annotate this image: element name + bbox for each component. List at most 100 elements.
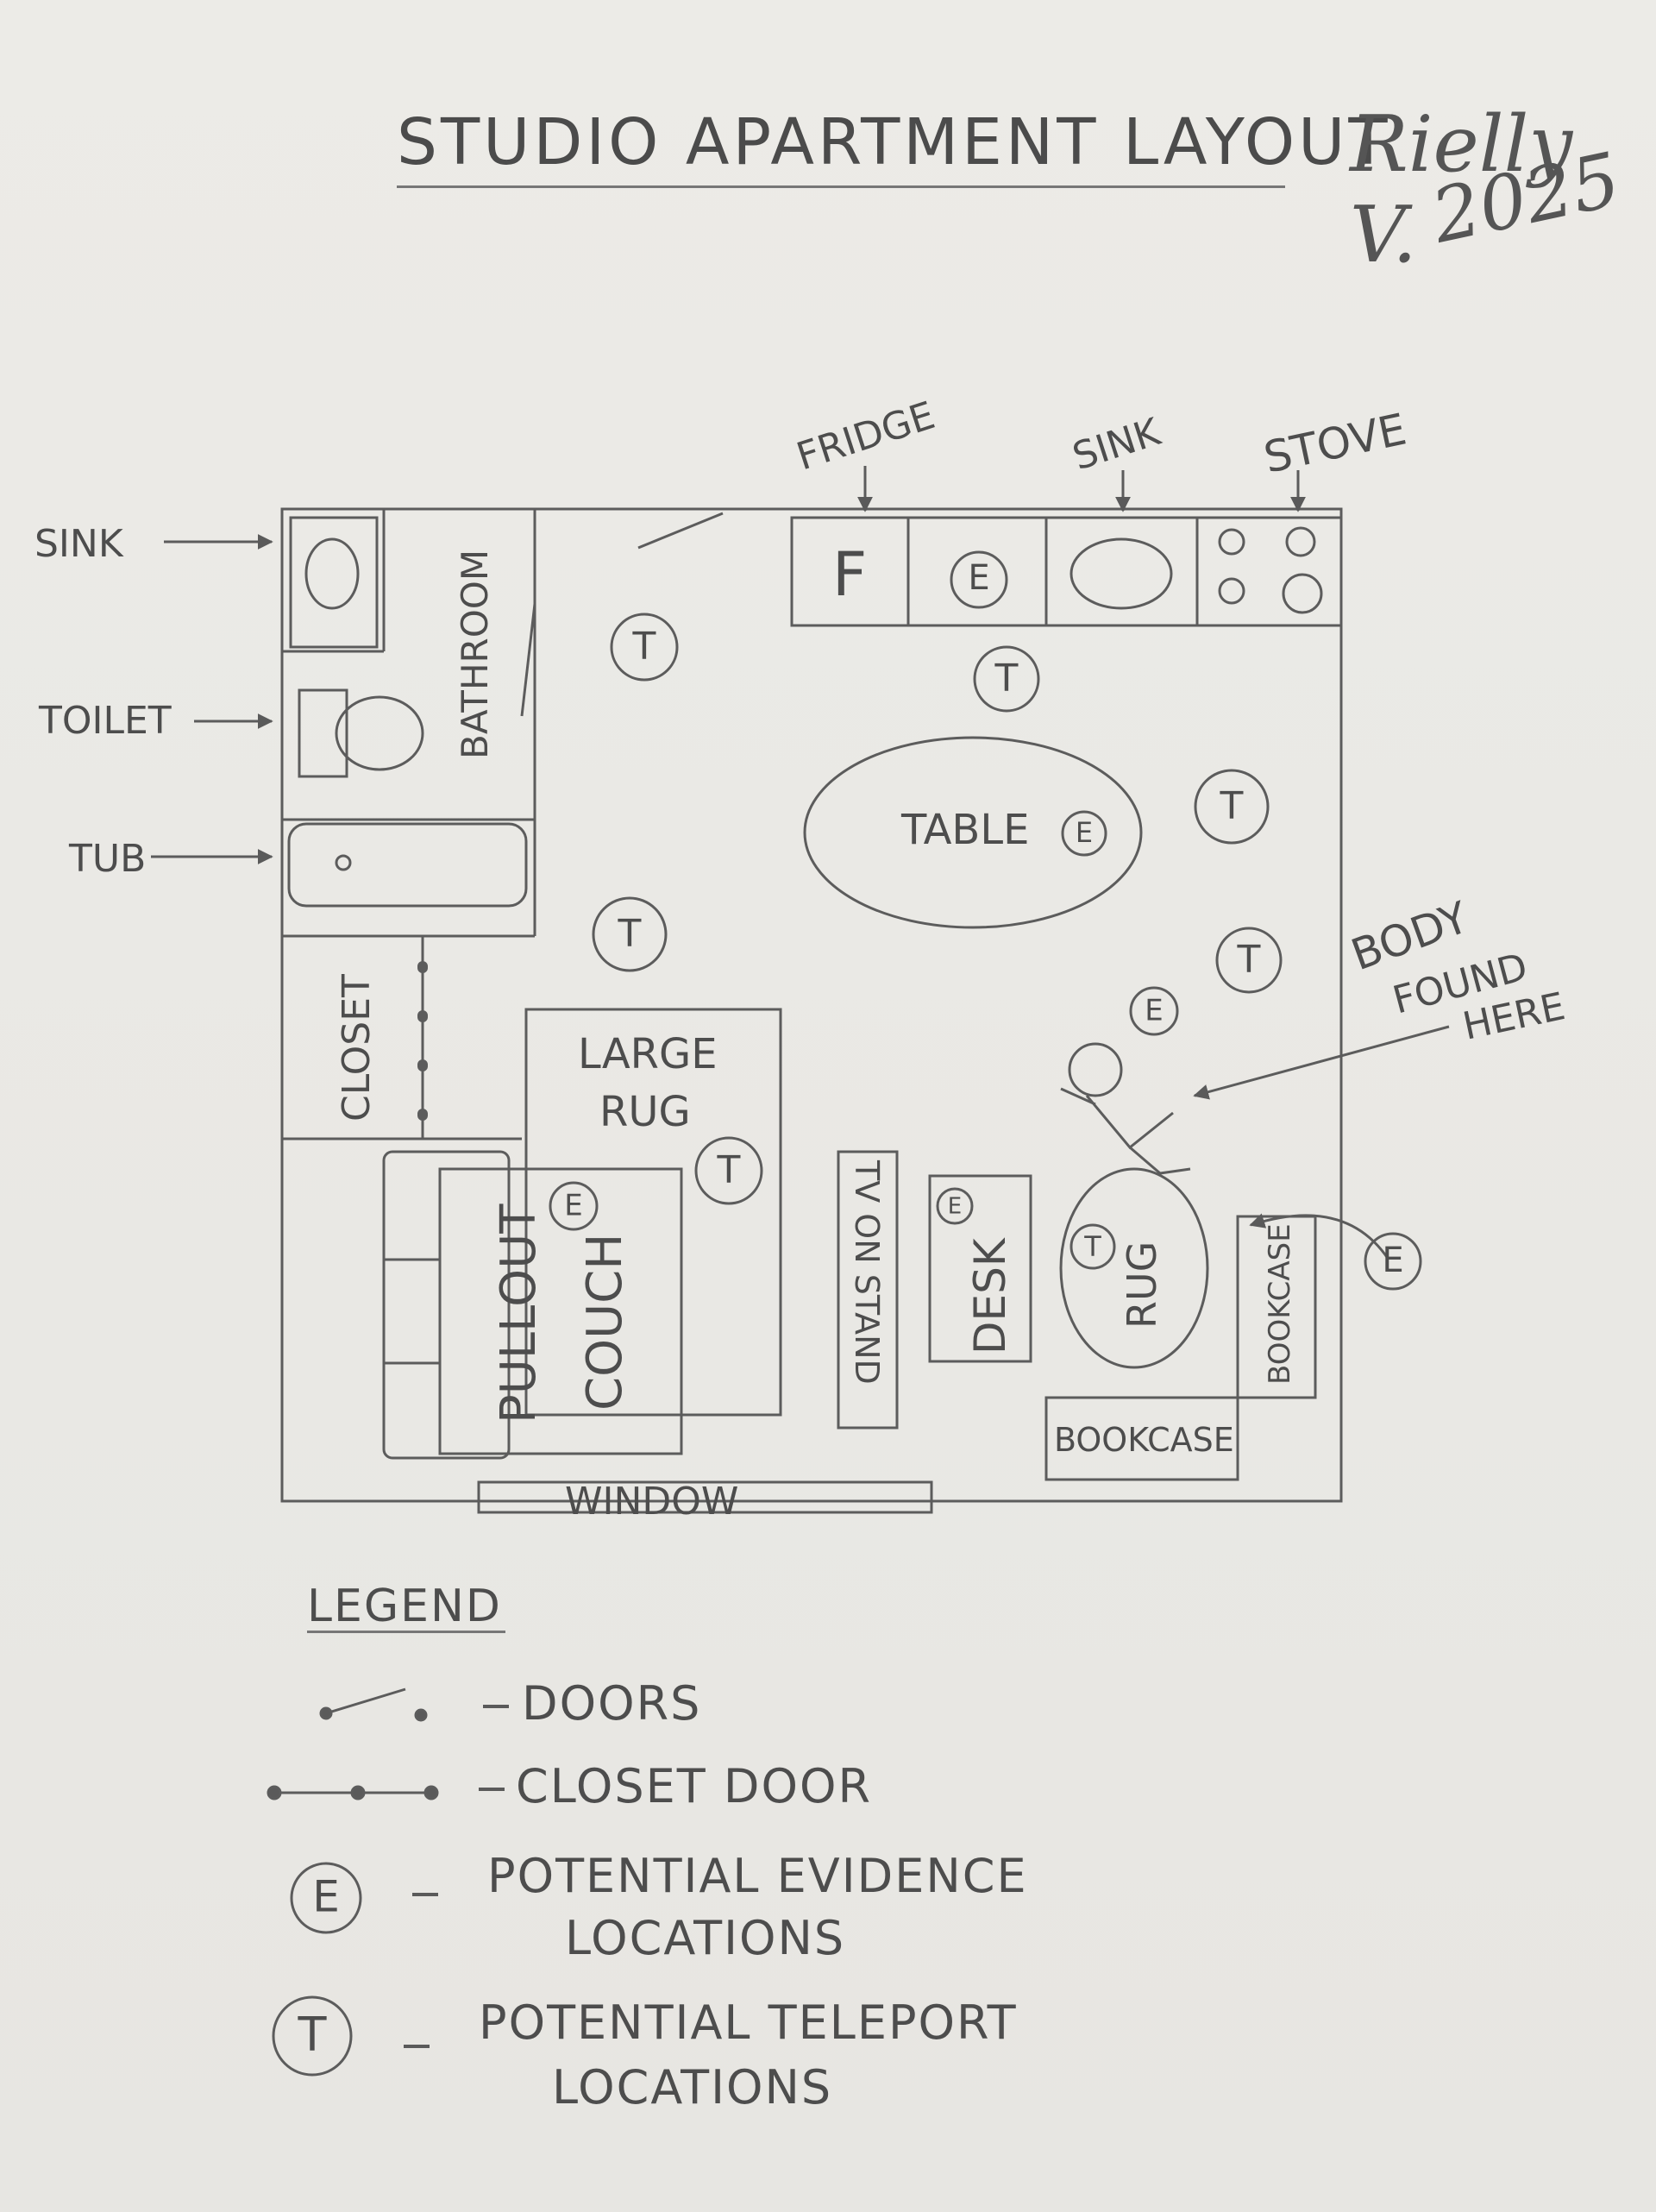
label-bath-sink: Sink [34, 522, 124, 566]
body-head [1068, 1042, 1123, 1097]
bookcase-right-shape [1236, 1215, 1317, 1399]
label-toilet: Toilet [38, 699, 172, 743]
arrow-body [1193, 1025, 1450, 1100]
teleport-mark-rug: T [1083, 1230, 1101, 1263]
evidence-mark-bookcase: E [1382, 1241, 1403, 1280]
label-tv: TV on stand [848, 1159, 886, 1385]
evidence-mark-couch: E [564, 1189, 582, 1223]
label-bathroom: Bathroom [454, 550, 496, 759]
label-bookcase-bottom: Bookcase [1054, 1421, 1234, 1459]
legend-title: Legend [307, 1580, 502, 1632]
title-underline [397, 185, 1285, 188]
teleport-mark-body: T [1237, 938, 1261, 982]
evidence-circle-table [1061, 810, 1107, 857]
stove-burner-4 [1282, 573, 1323, 614]
page-title: Studio Apartment Layout [397, 105, 1391, 179]
kitchen-sink-basin [1070, 537, 1173, 610]
label-large-rug-1: Large [578, 1030, 718, 1078]
label-desk: Desk [965, 1237, 1015, 1354]
legend-door-symbol [325, 1687, 406, 1715]
bookcase-bottom-shape [1044, 1396, 1239, 1481]
evidence-circle-near-body [1129, 986, 1179, 1036]
stove-burner-1 [1218, 528, 1245, 556]
legend-closet-door-label: Closet Door [516, 1759, 873, 1813]
teleport-mark-large-rug: T [717, 1148, 741, 1192]
bath-sink-basin [304, 537, 360, 610]
legend-doors-label: Doors [522, 1676, 702, 1731]
legend-door-end [414, 1708, 428, 1722]
teleport-circle-kitchen [973, 645, 1040, 713]
legend-closet-dash [479, 1788, 505, 1791]
teleport-mark-table: T [1220, 784, 1244, 828]
legend-evidence-dash [412, 1893, 438, 1896]
rug-shape [1059, 1167, 1209, 1369]
label-large-rug-2: Rug [599, 1088, 691, 1136]
legend-door-hinge [319, 1706, 333, 1720]
legend-closet-dot-2 [350, 1785, 366, 1800]
outer-walls [280, 507, 1343, 1503]
stove-burner-3 [1218, 577, 1245, 605]
tub-drain [335, 854, 352, 871]
window-shape [477, 1480, 933, 1514]
arrow-bookcase-evidence [1249, 1213, 1390, 1260]
label-couch: Couch [577, 1234, 633, 1411]
evidence-circle-desk [936, 1187, 974, 1225]
large-rug-shape [524, 1008, 782, 1417]
label-kitchen-sink: Sink [1068, 410, 1166, 480]
legend-evidence-label-2: Locations [565, 1911, 846, 1965]
legend-teleport-label-1: Potential Teleport [479, 1995, 1018, 2050]
evidence-circle-bookcase [1364, 1232, 1422, 1291]
legend-teleport-dash [404, 2045, 430, 2048]
label-pullout: Pullout [491, 1203, 547, 1423]
label-window: Window [565, 1480, 738, 1524]
body-figure [1060, 1087, 1191, 1175]
bath-sink-shape [289, 516, 379, 649]
tub-shape [287, 822, 528, 908]
teleport-mark-entry: T [632, 625, 656, 669]
evidence-mark-desk: E [948, 1194, 962, 1220]
label-bookcase-right: Bookcase [1263, 1223, 1297, 1385]
legend-evidence-label-1: Potential Evidence [487, 1849, 1028, 1903]
legend-title-underline [307, 1631, 505, 1633]
label-table: Table [900, 806, 1029, 854]
legend-closet-dot-1 [267, 1785, 282, 1800]
legend-evidence-circle [290, 1862, 362, 1934]
label-rug: Rug [1119, 1241, 1165, 1329]
label-stove: Stove [1259, 404, 1410, 482]
legend-teleport-mark: T [298, 2008, 328, 2062]
teleport-mark-living: T [618, 912, 642, 956]
table-shape [803, 736, 1143, 929]
legend-closet-dot-3 [423, 1785, 439, 1800]
legend-doors-dash [483, 1705, 509, 1708]
tv-stand-shape [837, 1150, 899, 1430]
teleport-circle-body [1215, 927, 1283, 994]
teleport-circle-large-rug [694, 1136, 763, 1205]
toilet-tank [298, 688, 348, 778]
legend-teleport-label-2: Locations [552, 2060, 833, 2115]
toilet-bowl [335, 695, 424, 771]
desk-shape [928, 1174, 1032, 1363]
stove-shape [1195, 516, 1343, 627]
label-tub: Tub [68, 837, 146, 881]
main-door [637, 512, 724, 550]
evidence-circle-counter [950, 550, 1008, 609]
label-closet: Closet [335, 974, 379, 1122]
legend-evidence-mark: E [312, 1872, 340, 1922]
evidence-mark-table: E [1076, 816, 1093, 849]
stove-burner-2 [1285, 526, 1316, 557]
label-fridge-letter: F [832, 539, 867, 610]
teleport-mark-kitchen: T [994, 657, 1019, 701]
evidence-mark-counter: E [968, 558, 989, 598]
evidence-circle-couch [549, 1181, 599, 1231]
signature-name: Rielly V. [1350, 99, 1573, 280]
teleport-circle-table [1194, 769, 1270, 845]
bathroom-door [520, 603, 536, 717]
couch-back [382, 1150, 511, 1460]
evidence-mark-near-body: E [1145, 994, 1163, 1028]
teleport-circle-living [592, 896, 668, 972]
legend-teleport-circle [272, 1995, 353, 2077]
couch-cushion [438, 1167, 683, 1455]
teleport-circle-entry [610, 613, 679, 682]
